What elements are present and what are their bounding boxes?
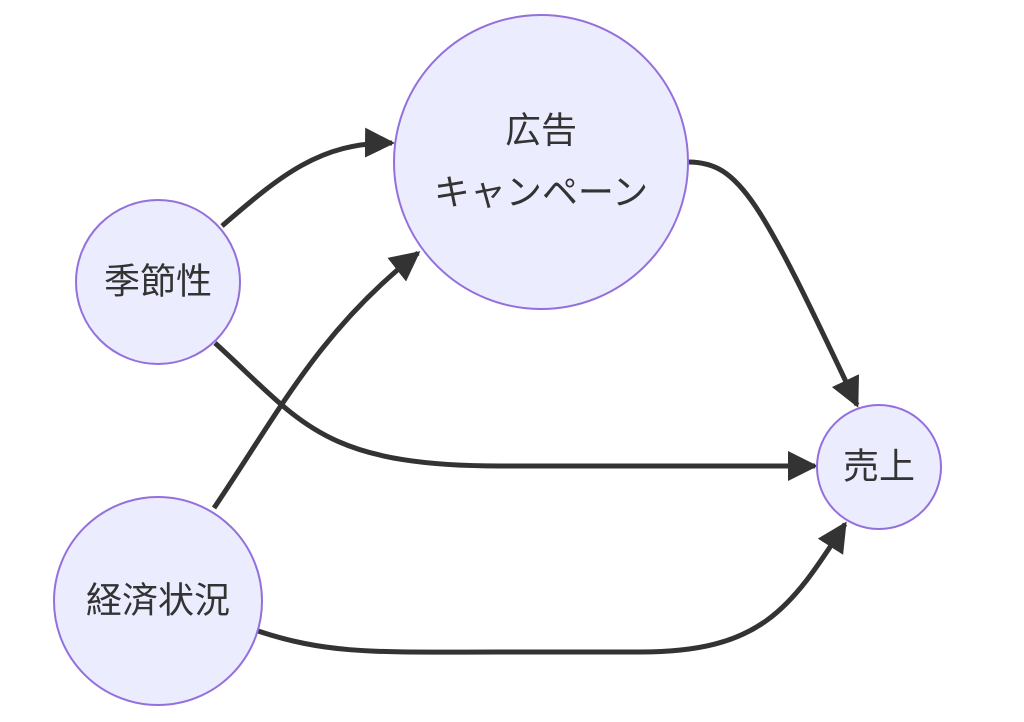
edges-layer bbox=[211, 127, 860, 655]
node-sales-label: 売上 bbox=[843, 447, 915, 488]
node-seasonality-circle[interactable] bbox=[75, 199, 241, 365]
edge-campaign-to-sales[interactable] bbox=[687, 159, 860, 408]
node-campaign-label-line-1: 広告 bbox=[505, 111, 577, 152]
node-economy-label: 経済状況 bbox=[86, 581, 230, 622]
edge-economy-to-sales[interactable] bbox=[257, 521, 848, 655]
node-campaign-label-line-2: キャンペーン bbox=[434, 173, 648, 214]
edge-seasonality-to-campaign[interactable] bbox=[220, 127, 395, 228]
node-campaign-circle[interactable] bbox=[393, 14, 689, 310]
node-sales[interactable]: 売上 bbox=[816, 404, 942, 530]
node-seasonality-label: 季節性 bbox=[104, 262, 212, 303]
node-economy[interactable]: 経済状況 bbox=[53, 496, 263, 706]
node-economy-circle[interactable] bbox=[53, 496, 263, 706]
edge-economy-to-campaign[interactable] bbox=[211, 251, 421, 510]
node-sales-circle[interactable] bbox=[816, 404, 942, 530]
edge-seasonality-to-sales[interactable] bbox=[213, 341, 818, 481]
node-seasonality[interactable]: 季節性 bbox=[75, 199, 241, 365]
nodes-layer: 広告 キャンペーン 季節性 経済状況 売上 bbox=[53, 14, 942, 706]
node-campaign[interactable]: 広告 キャンペーン bbox=[393, 14, 689, 310]
